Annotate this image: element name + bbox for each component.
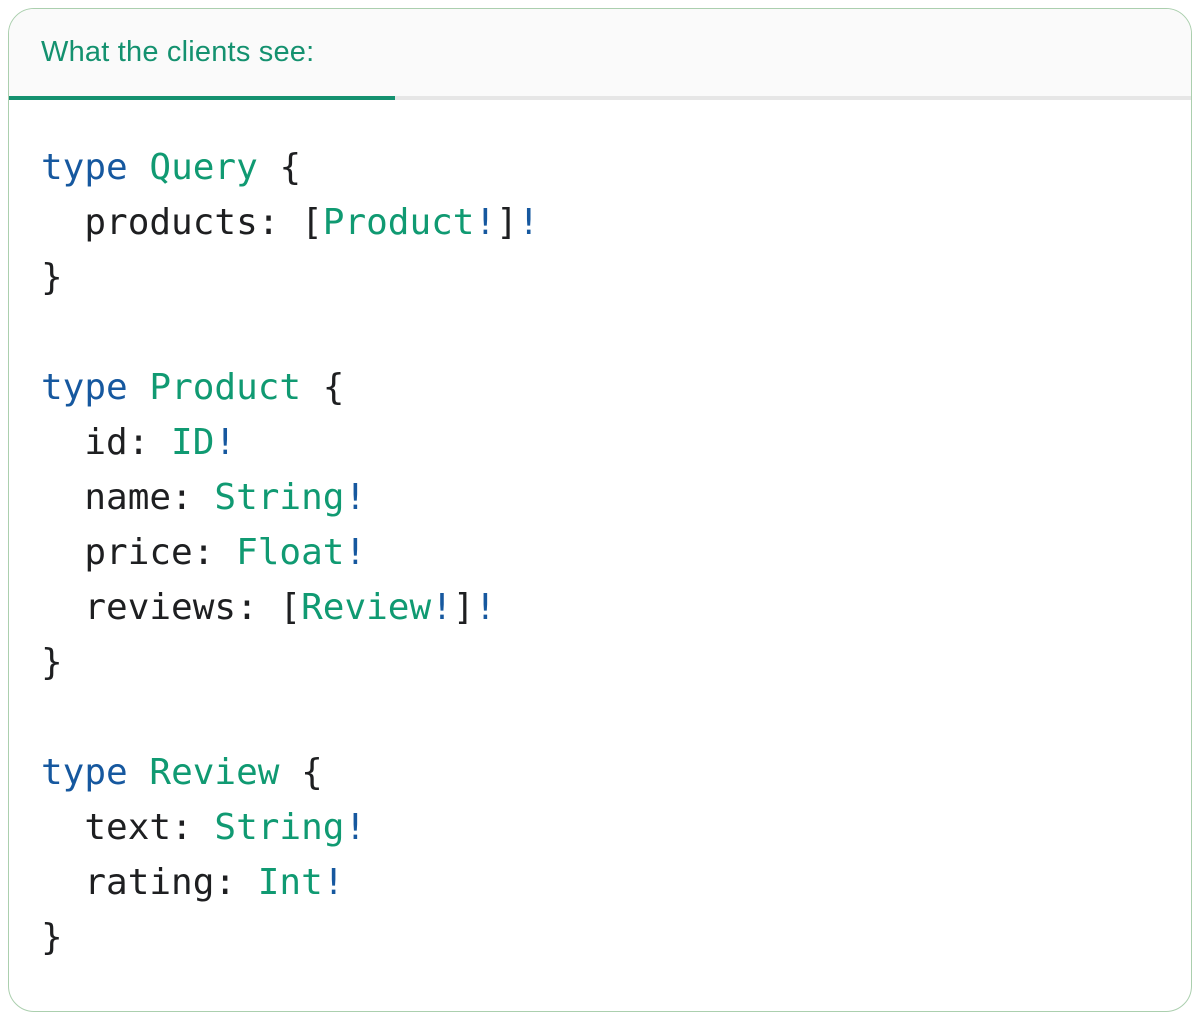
code-token: ]: [452, 587, 475, 628]
code-token: Product: [322, 202, 475, 243]
code-token: type: [41, 367, 128, 408]
tab-what-clients-see[interactable]: What the clients see:: [41, 36, 315, 68]
code-token: !: [344, 807, 367, 848]
code-token: !: [474, 587, 497, 628]
code-line: }: [41, 250, 1159, 305]
code-line: text: String!: [41, 800, 1159, 855]
code-token: }: [41, 642, 63, 683]
code-token: {: [257, 147, 302, 188]
code-token: [128, 367, 150, 408]
code-token: {: [279, 752, 323, 793]
code-block: type Query { products: [Product!]!} type…: [9, 100, 1191, 995]
code-token: products: [: [41, 202, 323, 243]
active-tab-indicator: [9, 96, 395, 100]
code-token: Int: [257, 862, 323, 903]
code-token: !: [474, 202, 497, 243]
code-token: ]: [496, 202, 518, 243]
tab-bar: What the clients see:: [9, 9, 1191, 100]
code-token: ID: [171, 422, 215, 463]
code-line: type Query {: [41, 140, 1159, 195]
code-line: products: [Product!]!: [41, 195, 1159, 250]
code-line: [41, 305, 1159, 360]
code-line: [41, 690, 1159, 745]
code-token: Query: [149, 147, 258, 188]
code-token: price:: [41, 532, 237, 573]
code-token: !: [344, 477, 367, 518]
code-token: type: [41, 752, 128, 793]
code-token: id:: [41, 422, 172, 463]
code-line: }: [41, 910, 1159, 965]
code-line: name: String!: [41, 470, 1159, 525]
code-token: !: [322, 862, 345, 903]
code-token: String: [214, 477, 345, 518]
code-token: rating:: [41, 862, 258, 903]
code-line: type Product {: [41, 360, 1159, 415]
code-token: Product: [149, 367, 302, 408]
code-line: price: Float!: [41, 525, 1159, 580]
code-token: String: [214, 807, 345, 848]
code-line: type Review {: [41, 745, 1159, 800]
schema-card: What the clients see: type Query { produ…: [8, 8, 1192, 1012]
code-line: id: ID!: [41, 415, 1159, 470]
code-token: !: [517, 202, 540, 243]
code-token: name:: [41, 477, 215, 518]
code-token: text:: [41, 807, 215, 848]
code-token: !: [214, 422, 237, 463]
code-token: }: [41, 917, 63, 958]
code-line: rating: Int!: [41, 855, 1159, 910]
code-token: Review: [149, 752, 280, 793]
code-token: [128, 147, 150, 188]
code-line: reviews: [Review!]!: [41, 580, 1159, 635]
code-token: !: [344, 532, 367, 573]
code-token: Review: [301, 587, 432, 628]
code-token: type: [41, 147, 128, 188]
code-token: {: [301, 367, 345, 408]
code-token: Float: [236, 532, 345, 573]
code-token: !: [431, 587, 453, 628]
code-token: [128, 752, 150, 793]
code-line: }: [41, 635, 1159, 690]
code-token: }: [41, 257, 63, 298]
code-token: reviews: [: [41, 587, 302, 628]
